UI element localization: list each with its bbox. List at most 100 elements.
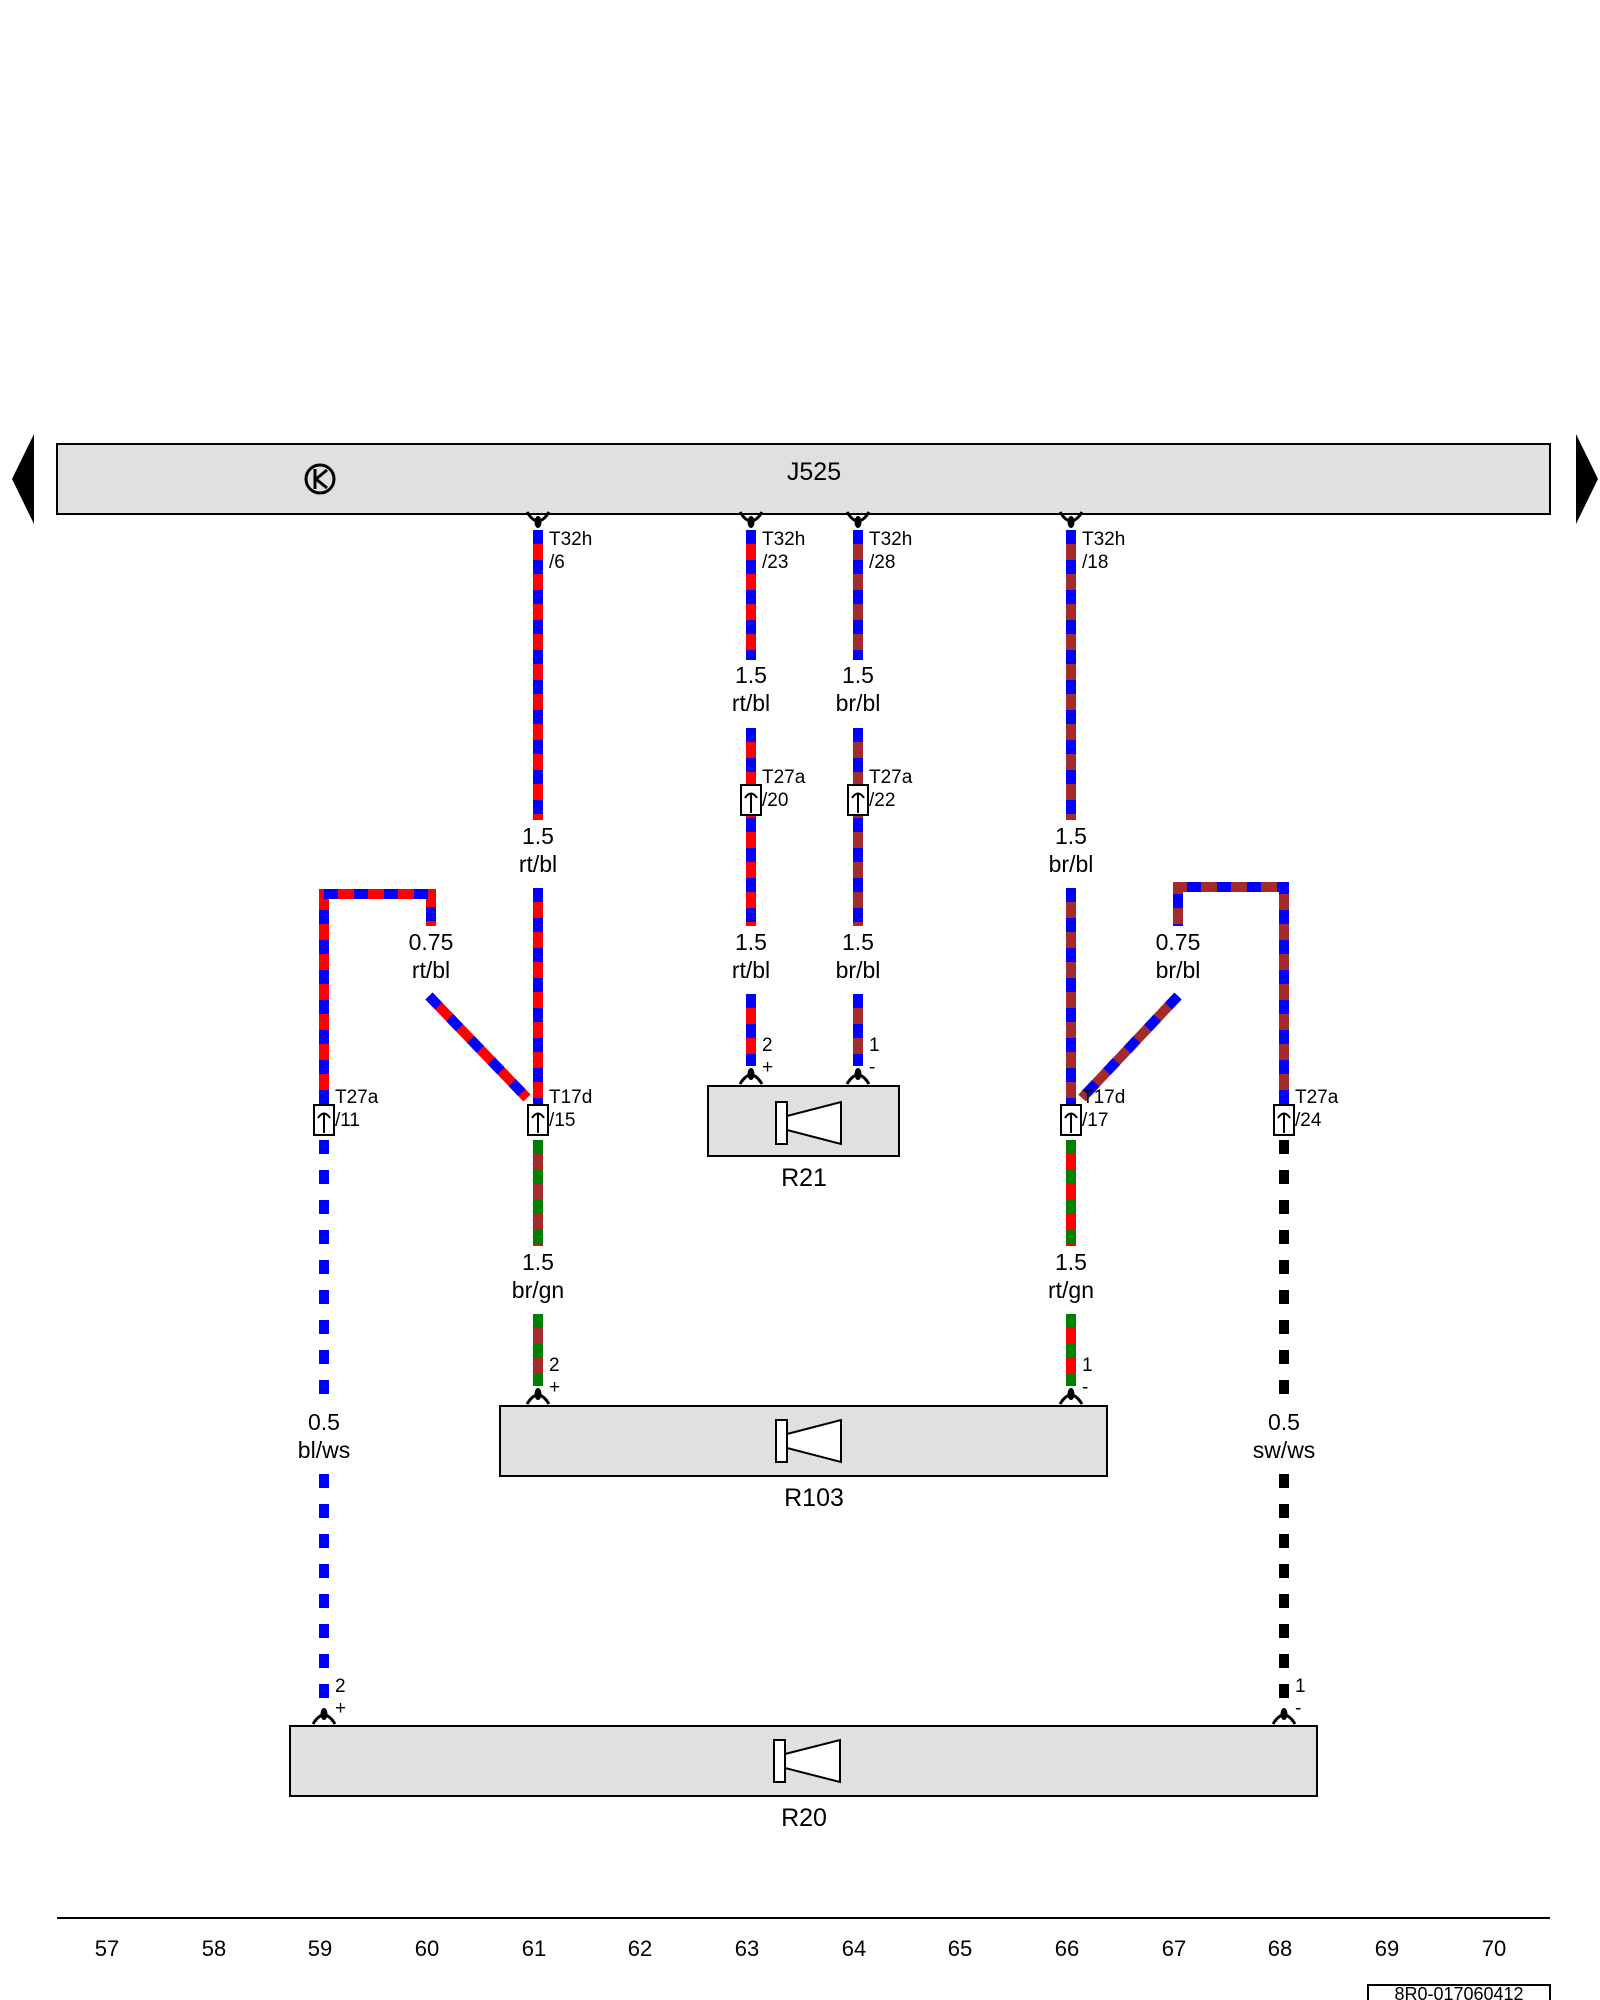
wire-labels: 1.5 rt/bl 1.5 rt/bl 1.5 br/bl 1.5 rt/bl … [298, 662, 1316, 1463]
connector-t27a-11-pin: /11 [335, 1110, 360, 1131]
wire-66-top-color: br/bl [1049, 851, 1094, 877]
speaker-icon [775, 1100, 842, 1146]
speaker-r103: R103 [499, 1405, 1108, 1512]
connector-t27a-24-pin: /24 [1295, 1110, 1322, 1131]
arrow-left-icon[interactable] [12, 434, 34, 524]
wire-60-diagonal-size: 0.75 [409, 929, 454, 955]
connector-t32h-6-name: T32h [549, 529, 592, 550]
connector-t17d-17-name: T17d [1082, 1087, 1125, 1108]
grid-number-69: 69 [1375, 1936, 1399, 1961]
speaker-r103-label: R103 [784, 1484, 844, 1512]
ground-k-icon [304, 463, 336, 495]
wire-67-diagonal-color: br/bl [1156, 957, 1201, 983]
grid-number-67: 67 [1162, 1936, 1186, 1961]
wire-66-bottom-color: rt/gn [1048, 1277, 1094, 1303]
wire-59-size: 0.5 [308, 1409, 340, 1435]
terminal-icon [525, 511, 551, 528]
control-unit-j525: J525 [56, 443, 1551, 515]
speaker-r21: R21 [707, 1085, 900, 1192]
terminal-icon [845, 1068, 871, 1085]
connector-t27a-22-pin: /22 [869, 790, 895, 811]
wire-64-bottom-size: 1.5 [842, 929, 874, 955]
grid-number-62: 62 [628, 1936, 652, 1961]
wire-67-diagonal [1078, 992, 1182, 1102]
speaker-r20: R20 [289, 1725, 1318, 1832]
connector-t17d-15-pin: /15 [549, 1110, 575, 1131]
speaker-icon [775, 1418, 842, 1464]
connector-pin-icon [313, 1104, 335, 1136]
terminal-icon [845, 511, 871, 528]
connector-labels: T32h /6 T32h /23 T32h /28 T32h /18 T27a … [335, 529, 1339, 1131]
grid-number-63: 63 [735, 1936, 759, 1961]
connector-t27a-22-name: T27a [869, 767, 913, 788]
wire-59-color: bl/ws [298, 1437, 350, 1463]
grid-number-70: 70 [1482, 1936, 1506, 1961]
speaker-icon [773, 1738, 841, 1784]
terminal-icon [1271, 1708, 1297, 1725]
wire-60-diagonal-color: rt/bl [412, 957, 450, 983]
connector-t32h-28-pin: /28 [869, 552, 895, 573]
connector-t27a-24-name: T27a [1295, 1087, 1339, 1108]
wire-61-top-color: rt/bl [519, 851, 557, 877]
connector-t17d-15-name: T17d [549, 1087, 592, 1108]
terminal-icon [311, 1708, 337, 1725]
terminal-icon [1058, 511, 1084, 528]
r20-pin-plus-number: 2 [335, 1676, 346, 1697]
connector-pin-icon [1060, 1104, 1082, 1136]
r21-pin-plus-number: 2 [762, 1035, 773, 1056]
wire-64-top-color: br/bl [836, 690, 881, 716]
document-id-frame [1367, 1984, 1551, 2000]
connector-pin-icon [527, 1104, 549, 1136]
grid-number-57: 57 [95, 1936, 119, 1961]
speaker-r20-label: R20 [781, 1804, 827, 1832]
connector-t27a-11-name: T27a [335, 1087, 379, 1108]
arrow-right-icon[interactable] [1576, 434, 1598, 524]
terminal-icon [525, 1388, 551, 1405]
r21-pin-minus-number: 1 [869, 1035, 880, 1056]
wire-63-top-size: 1.5 [735, 662, 767, 688]
wire-68-size: 0.5 [1268, 1409, 1300, 1435]
wire-63-bottom-color: rt/bl [732, 957, 770, 983]
grid-number-66: 66 [1055, 1936, 1079, 1961]
terminal-pins: 2 + 1 - 2 + 1 - 2 + 1 - [335, 1035, 1306, 1719]
r20-pin-minus-number: 1 [1295, 1676, 1306, 1697]
wire-64-top-size: 1.5 [842, 662, 874, 688]
r20-pin-minus-sign: - [1295, 1698, 1301, 1719]
connector-t32h-28-name: T32h [869, 529, 912, 550]
speaker-r21-label: R21 [781, 1164, 827, 1192]
control-unit-label: J525 [787, 458, 841, 486]
terminal-icon [1058, 1388, 1084, 1405]
connection-symbols [311, 511, 1297, 1725]
wires [319, 530, 1289, 1706]
r103-pin-minus-number: 1 [1082, 1355, 1093, 1376]
r103-pin-plus-sign: + [549, 1377, 560, 1398]
wire-61-bottom-color: br/gn [512, 1277, 564, 1303]
connector-pin-icon [740, 784, 762, 816]
wire-60-diagonal [425, 992, 531, 1102]
terminal-icon [738, 511, 764, 528]
connector-t32h-18-pin: /18 [1082, 552, 1108, 573]
r103-pin-minus-sign: - [1082, 1377, 1088, 1398]
grid-number-61: 61 [522, 1936, 546, 1961]
connector-pin-icon [1273, 1104, 1295, 1136]
wire-63-bottom-size: 1.5 [735, 929, 767, 955]
grid-number-59: 59 [308, 1936, 332, 1961]
wire-61-top-size: 1.5 [522, 823, 554, 849]
document-id: 8R0-017060412 [1394, 1984, 1523, 2000]
connector-t32h-18-name: T32h [1082, 529, 1125, 550]
connector-t17d-17-pin: /17 [1082, 1110, 1108, 1131]
grid-number-60: 60 [415, 1936, 439, 1961]
grid-number-64: 64 [842, 1936, 866, 1961]
wire-61-bottom-size: 1.5 [522, 1249, 554, 1275]
document-id-box: 8R0-017060412 [1367, 1984, 1551, 2000]
terminal-icon [738, 1068, 764, 1085]
connector-t32h-23-pin: /23 [762, 552, 788, 573]
connector-t32h-6-pin: /6 [549, 552, 565, 573]
r21-pin-minus-sign: - [869, 1057, 875, 1078]
wire-60-loop [319, 889, 436, 1104]
grid-number-65: 65 [948, 1936, 972, 1961]
wire-68-color: sw/ws [1253, 1437, 1316, 1463]
wire-63-top-color: rt/bl [732, 690, 770, 716]
wire-68-loop [1173, 882, 1289, 1104]
